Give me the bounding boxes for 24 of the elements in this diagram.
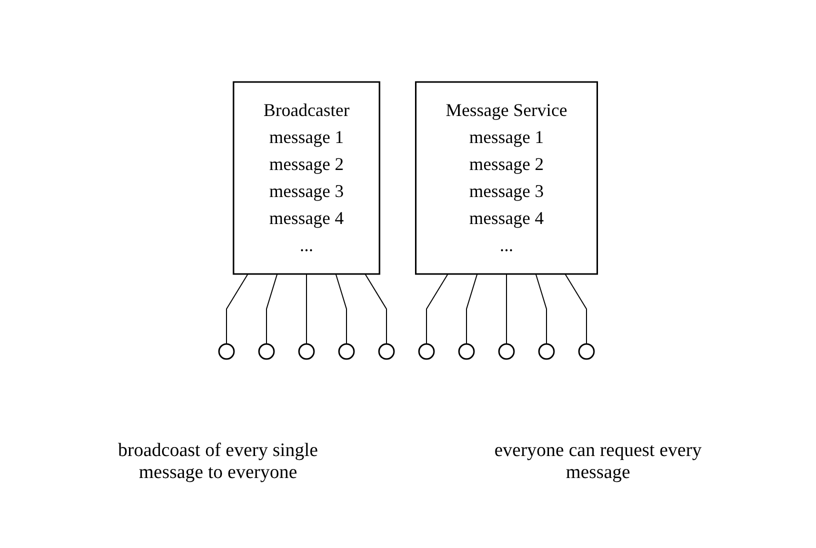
connector [364,273,387,344]
connector [426,273,448,344]
node-circle [498,342,515,360]
connector [266,273,278,344]
node-circle [218,342,235,360]
caption-text: everyone can request every message [493,440,703,484]
caption-text: broadcoast of every single message to everyone [117,440,319,484]
connector [335,273,347,344]
connector [564,273,587,344]
node-circle [458,342,475,360]
node-circle [258,342,275,360]
node-box: Message Service message 1 message 2 message 3 message 4 ... [414,80,598,274]
node-circle [538,342,555,360]
connector [506,273,507,344]
node-circle [418,342,435,360]
connector [535,273,547,344]
connector [306,273,307,344]
node-circle [378,342,395,360]
node-circle [298,342,315,360]
connector [466,273,478,344]
node-circle [338,342,355,360]
connector [226,273,248,344]
node-circle [578,342,595,360]
node-box: Broadcaster message 1 message 2 message 3 message 4 ... [232,80,380,274]
